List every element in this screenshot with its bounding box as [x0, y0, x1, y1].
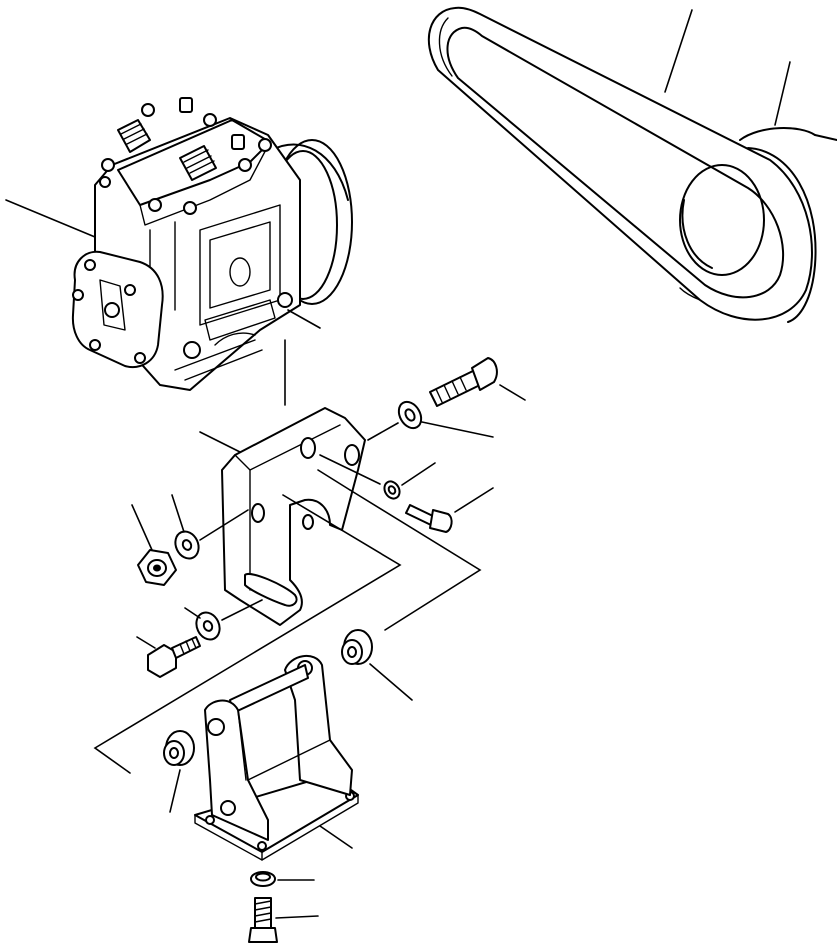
- washer-ll-guide: [221, 599, 263, 621]
- nut-left: [137, 549, 177, 586]
- bolt-ur-leader: [499, 384, 526, 401]
- washer-small-guide: [319, 454, 381, 485]
- belt-leader: [664, 9, 693, 93]
- base-bracket-leader: [319, 825, 353, 849]
- washer-ur-leader: [421, 421, 494, 438]
- washer-small: [383, 480, 401, 500]
- compressor: [71, 97, 353, 391]
- bolt-lower-left: [147, 636, 201, 678]
- base-bracket: [194, 655, 359, 861]
- bolt-upper-right: [429, 357, 498, 407]
- mount-leader-b: [287, 309, 321, 329]
- washer-lower-left: [195, 611, 221, 641]
- washer-left-leader: [171, 494, 185, 533]
- pulley-leader: [774, 61, 791, 126]
- upper-bracket: [221, 407, 366, 626]
- bushing-right: [341, 629, 373, 665]
- bolt-bottom-leader: [275, 915, 319, 919]
- washer-small-leader: [401, 462, 436, 486]
- washer-ur-guide: [367, 422, 399, 441]
- bolt-bottom: [248, 897, 278, 943]
- bushing-right-leader: [369, 663, 413, 701]
- assembly-lines: [93, 469, 482, 774]
- washer-upper-right: [397, 400, 423, 430]
- bushing-left: [163, 730, 195, 766]
- v-belt: [428, 6, 813, 321]
- washer-left-guide: [199, 509, 249, 541]
- bolt-ll-leader: [136, 636, 156, 649]
- washer-bottom: [250, 871, 276, 887]
- washer-left: [174, 530, 200, 560]
- bracket-leader: [199, 431, 241, 453]
- compressor-leader: [5, 199, 96, 238]
- washer-ll-leader: [184, 607, 201, 619]
- nut-leader: [131, 504, 153, 551]
- bushing-left-leader: [169, 769, 181, 813]
- bolt-small-leader: [454, 487, 494, 513]
- bolt-small: [405, 504, 453, 533]
- pulley: [679, 127, 837, 323]
